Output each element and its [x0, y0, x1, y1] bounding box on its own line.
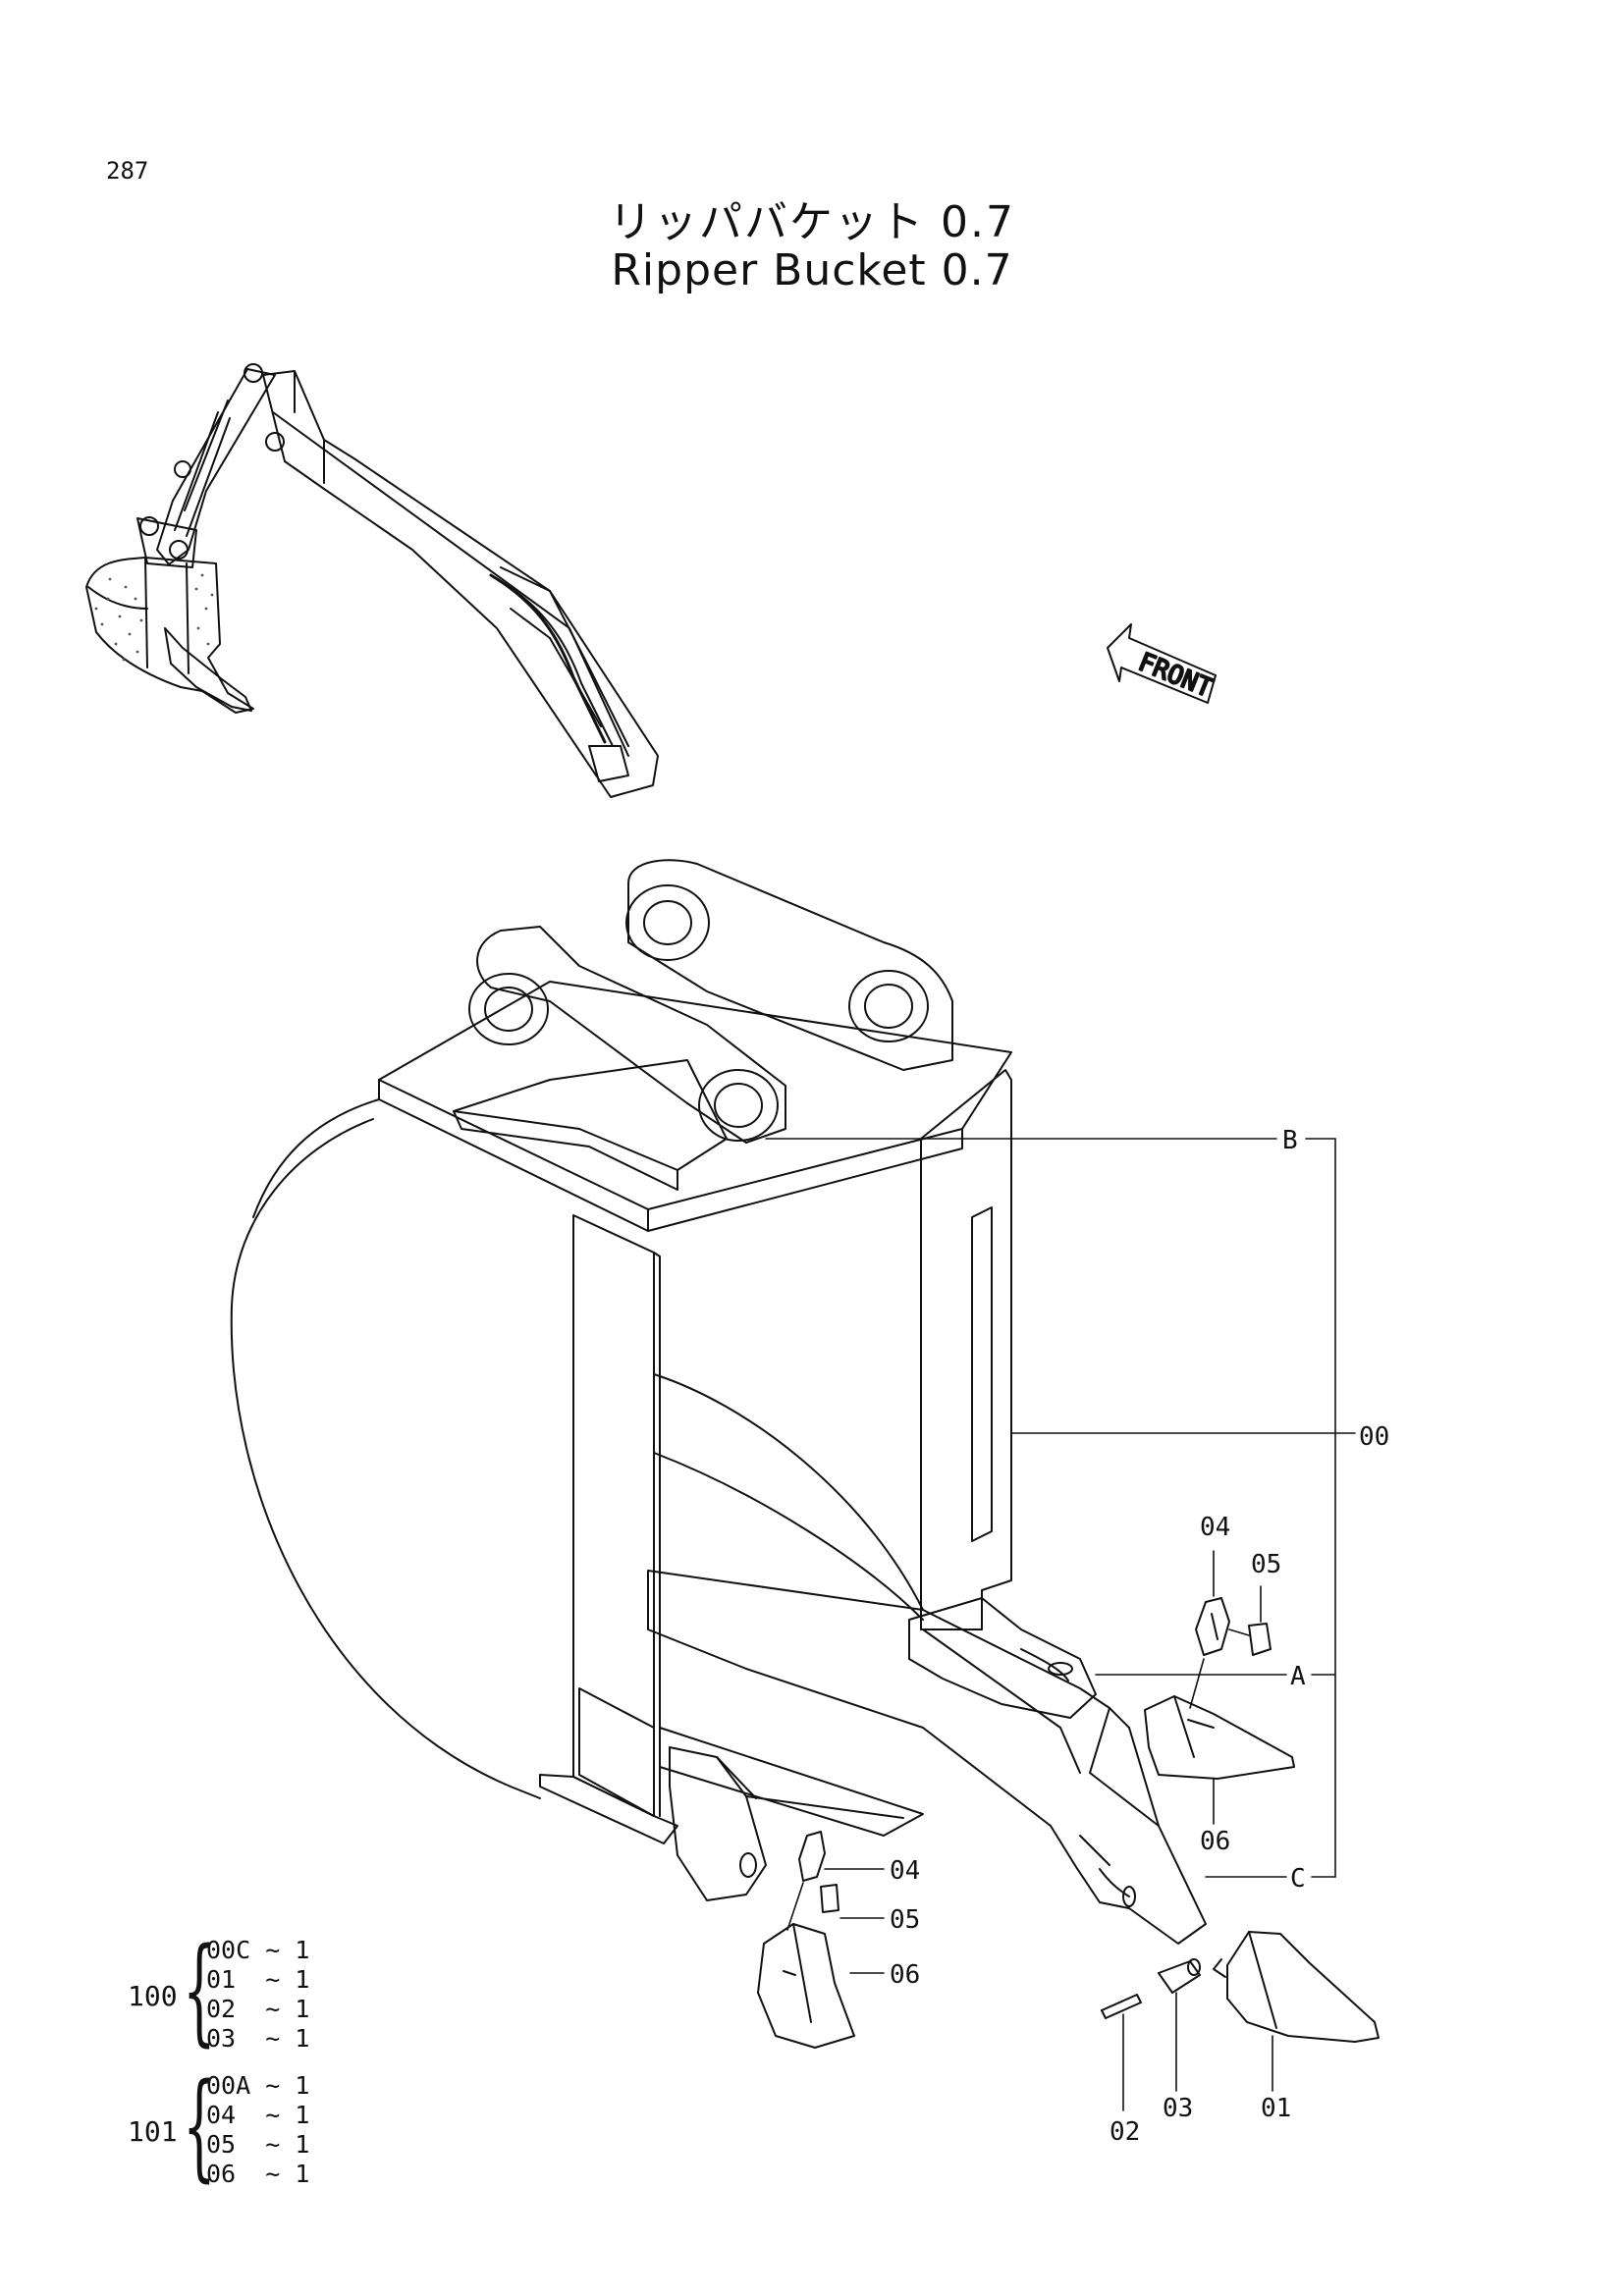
kit-item: 06 ~ 1 — [206, 2160, 310, 2188]
callout-c: C — [1290, 1864, 1306, 1894]
kit-item: 00A ~ 1 — [206, 2071, 310, 2100]
page-number: 287 — [106, 157, 149, 185]
lock-left-part — [821, 1885, 839, 1912]
kit-item: 01 ~ 1 — [206, 1965, 310, 1994]
front-label: FRONT — [1134, 648, 1217, 704]
tooth-left-part — [758, 1924, 854, 2048]
tooth-right-part — [1145, 1696, 1294, 1779]
callout-pin-lock-right: 04 — [1200, 1513, 1230, 1542]
title-english: Ripper Bucket 0.7 — [611, 245, 1013, 295]
leader-lines — [766, 1139, 1355, 2110]
lock-part — [1159, 1959, 1200, 1993]
callout-tooth-center: 01 — [1261, 2094, 1291, 2123]
ripper-bucket-illustration — [232, 860, 1206, 1944]
kit-101: 101 { 00A ~ 1 04 ~ 1 05 ~ 1 06 ~ 1 — [128, 2067, 324, 2199]
callout-pin-lock-left: 04 — [890, 1856, 920, 1886]
callout-tooth-left: 06 — [890, 1960, 920, 1990]
pin-lock-left-part — [799, 1832, 825, 1881]
kit-item: 00C ~ 1 — [206, 1936, 310, 1964]
front-arrow-icon — [1108, 624, 1216, 703]
callout-b: B — [1282, 1126, 1298, 1155]
kit-items: 00C ~ 1 01 ~ 1 02 ~ 1 03 ~ 1 — [206, 1936, 309, 2054]
callout-tooth-right: 06 — [1200, 1827, 1230, 1856]
title-japanese: リッパバケット 0.7 — [609, 197, 1015, 247]
lock-right-part — [1249, 1624, 1271, 1655]
kit-item: 04 ~ 1 — [206, 2101, 310, 2129]
callout-assembly: 00 — [1359, 1422, 1389, 1452]
callout-lock-left: 05 — [890, 1905, 920, 1935]
kit-100: 100 { 00C ~ 1 01 ~ 1 02 ~ 1 03 ~ 1 — [128, 1932, 324, 2063]
callout-pin: 02 — [1110, 2117, 1140, 2147]
callout-lock: 03 — [1163, 2094, 1193, 2123]
brace-icon: { — [183, 2057, 216, 2193]
kit-number: 100 — [128, 1980, 178, 2012]
callout-lock-right: 05 — [1251, 1550, 1281, 1579]
kit-number: 101 — [128, 2115, 178, 2148]
pin-lock-right-part — [1196, 1598, 1229, 1655]
brace-icon: { — [183, 1922, 216, 2057]
kit-item: 02 ~ 1 — [206, 1995, 310, 2023]
excavator-overview-illustration — [86, 364, 658, 797]
callout-a: A — [1290, 1662, 1306, 1691]
kit-items: 00A ~ 1 04 ~ 1 05 ~ 1 06 ~ 1 — [206, 2071, 309, 2189]
tooth-center-part — [1214, 1932, 1379, 2042]
pin-part — [1102, 1995, 1141, 2018]
kit-item: 05 ~ 1 — [206, 2130, 310, 2159]
kit-item: 03 ~ 1 — [206, 2024, 310, 2053]
